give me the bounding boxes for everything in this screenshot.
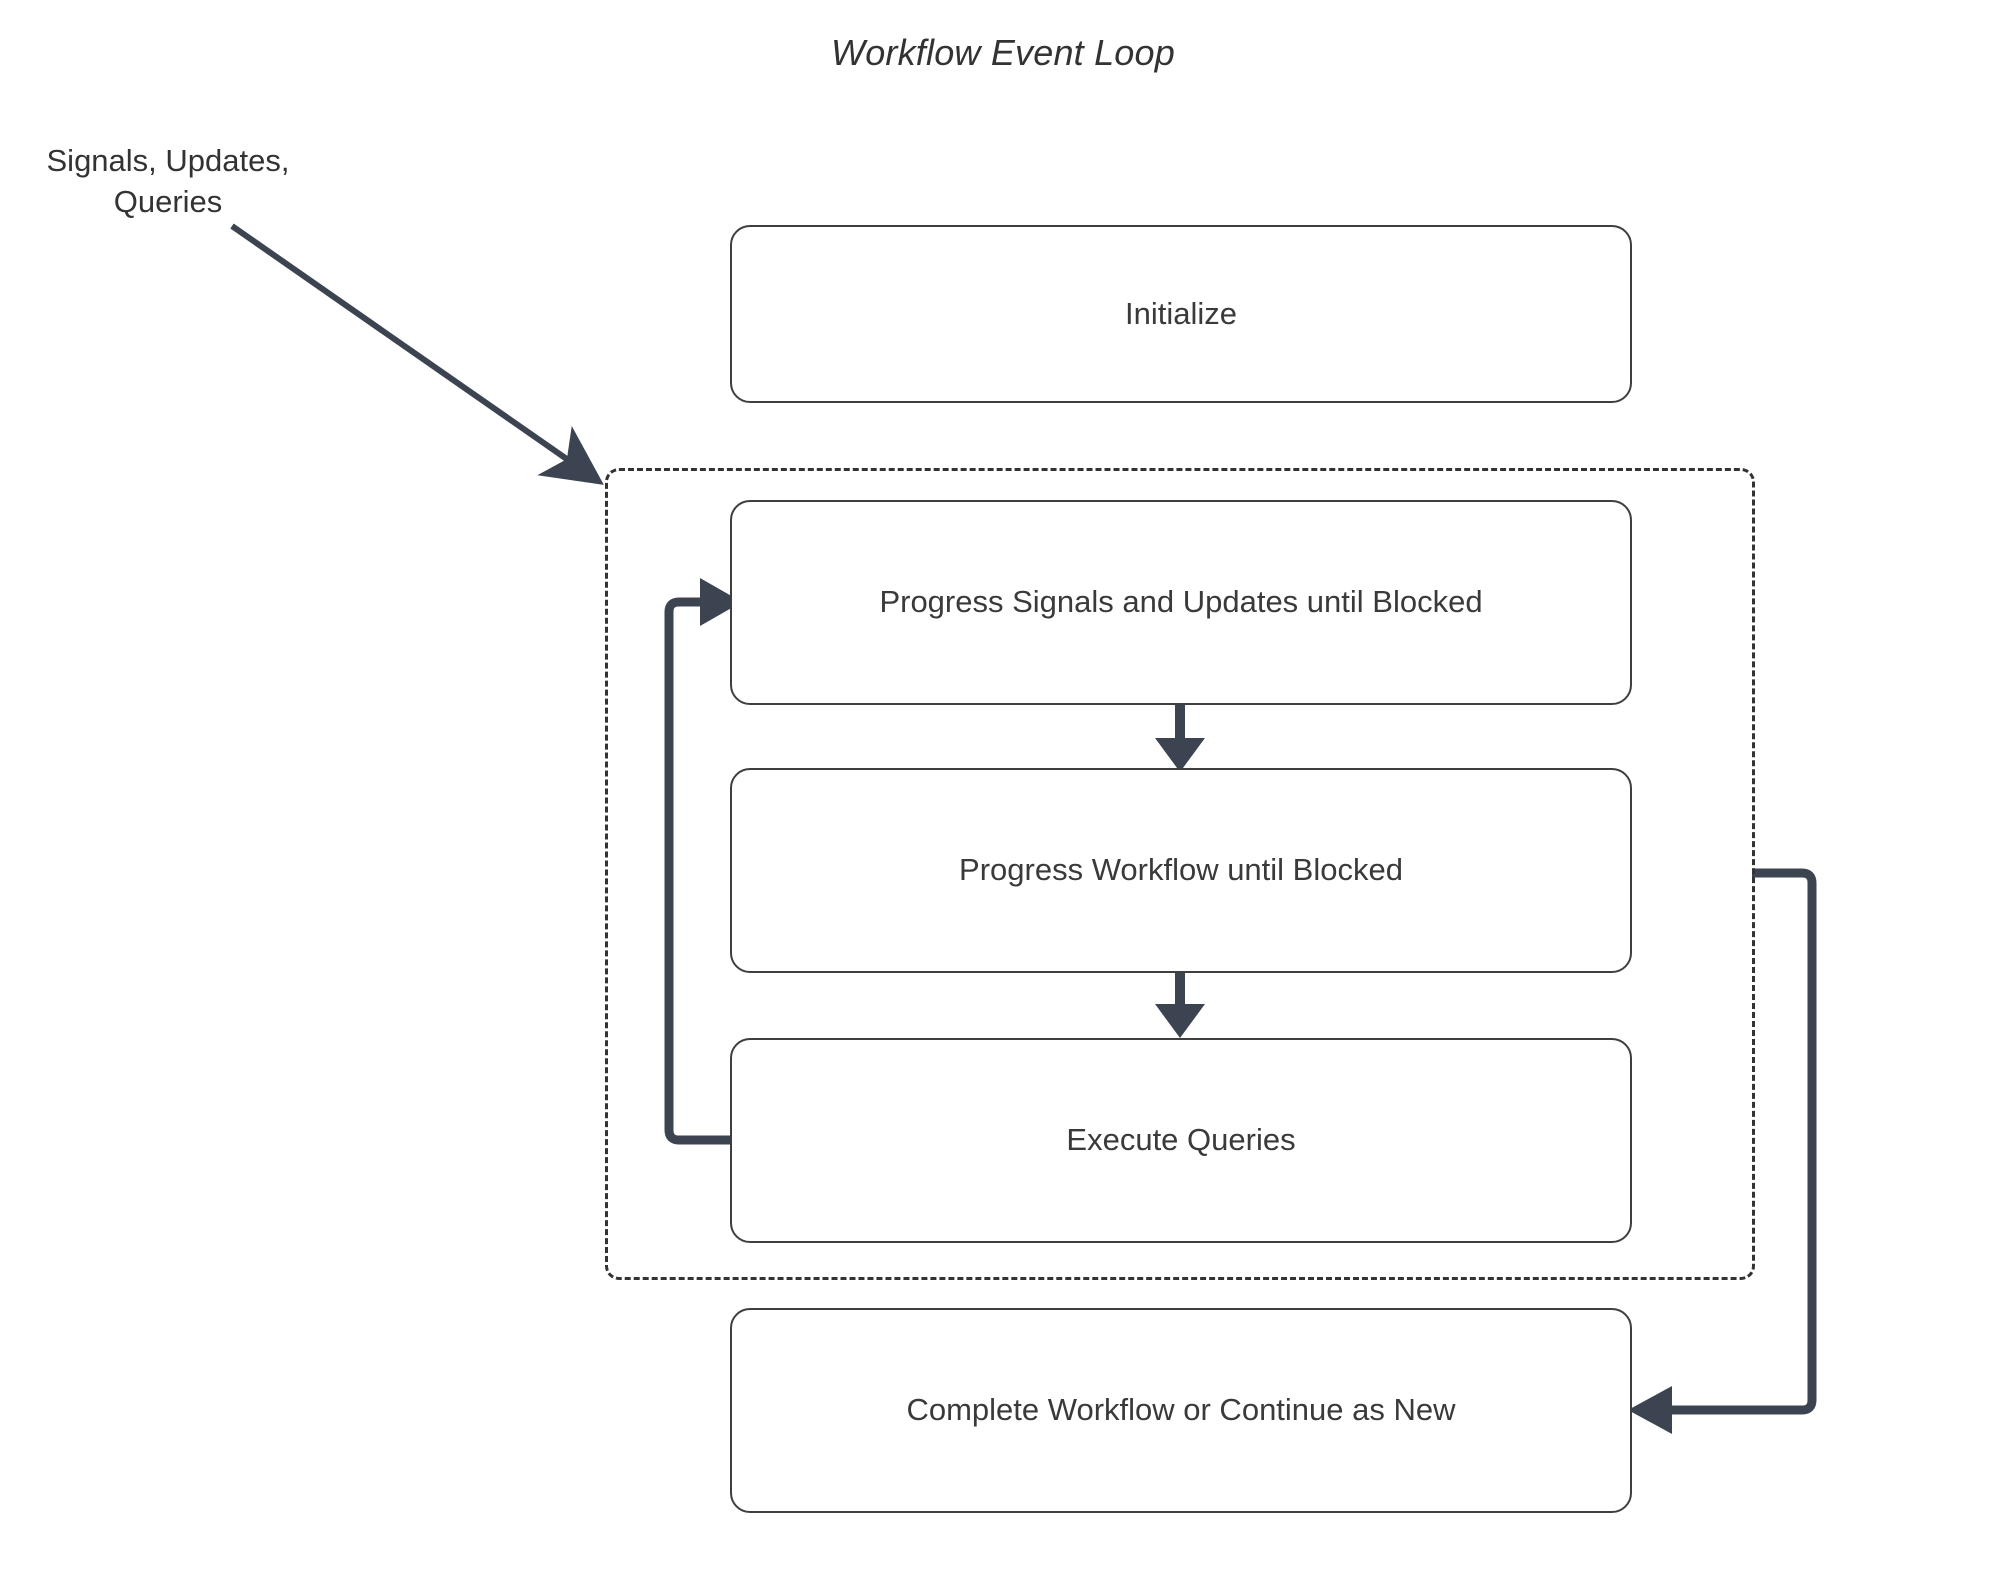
node-progress-workflow[interactable]: Progress Workflow until Blocked	[730, 768, 1632, 973]
node-execute-queries[interactable]: Execute Queries	[730, 1038, 1632, 1243]
node-progress-signals-label: Progress Signals and Updates until Block…	[879, 584, 1483, 620]
node-complete-workflow[interactable]: Complete Workflow or Continue as New	[730, 1308, 1632, 1513]
node-progress-signals[interactable]: Progress Signals and Updates until Block…	[730, 500, 1632, 705]
node-initialize-label: Initialize	[1125, 295, 1237, 331]
page-title: Workflow Event Loop	[831, 32, 1175, 73]
node-progress-workflow-label: Progress Workflow until Blocked	[959, 852, 1403, 888]
node-execute-queries-label: Execute Queries	[1066, 1122, 1296, 1158]
node-initialize[interactable]: Initialize	[730, 225, 1632, 403]
node-complete-workflow-label: Complete Workflow or Continue as New	[906, 1392, 1456, 1428]
event-loop-container	[605, 468, 1755, 1280]
inbound-signals-label: Signals, Updates, Queries	[46, 143, 290, 219]
edge-inbound-arrow	[230, 223, 604, 485]
